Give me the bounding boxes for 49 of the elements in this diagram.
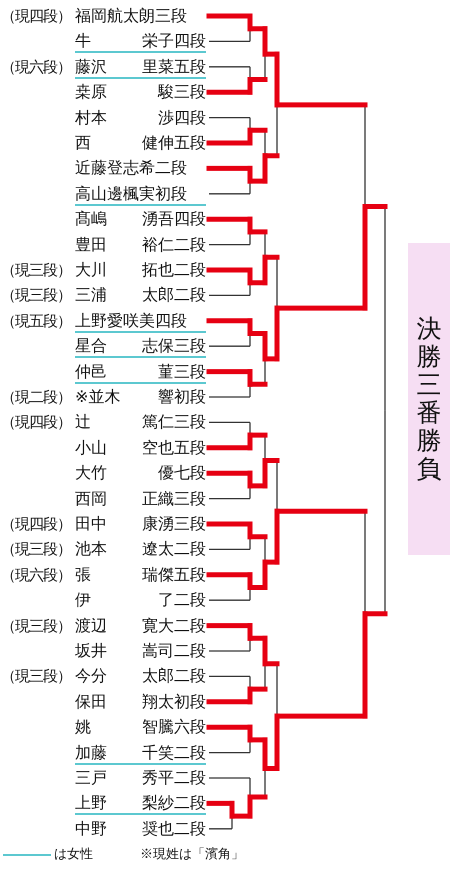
player-name: 大川 拓也二段 bbox=[75, 260, 206, 280]
player-name: 姚 智騰六段 bbox=[75, 717, 206, 738]
player-name: 加藤 千笑二段 bbox=[75, 742, 206, 765]
player-name: 田中 康湧三段 bbox=[75, 514, 206, 534]
former-rank-note: （現三段） bbox=[1, 285, 71, 306]
player-name: 保田 翔太初段 bbox=[75, 692, 206, 712]
player-name: 西 健伸五段 bbox=[75, 133, 206, 153]
player-name: 三戸 秀平二段 bbox=[75, 768, 206, 788]
player-name: 髙嶋 湧吾四段 bbox=[75, 209, 206, 230]
former-rank-note: （現三段） bbox=[1, 616, 71, 636]
footnote: ※現姓は「濱角」 bbox=[140, 846, 244, 864]
former-rank-note: （現四段） bbox=[1, 514, 71, 534]
player-name: 池本 遼太二段 bbox=[75, 539, 206, 560]
former-rank-note: （現二段） bbox=[1, 387, 71, 407]
player-name: 上野 梨紗二段 bbox=[75, 793, 206, 816]
former-rank-note: （現五段） bbox=[1, 310, 71, 331]
former-rank-note: （現四段） bbox=[1, 6, 71, 26]
player-name: 伊 了二段 bbox=[75, 590, 206, 610]
player-name: 上野愛咲美四段 bbox=[75, 310, 206, 333]
player-name: 藤沢 里菜五段 bbox=[75, 56, 206, 79]
player-name: ※並木 響初段 bbox=[75, 387, 206, 407]
former-rank-note: （現三段） bbox=[1, 539, 71, 560]
former-rank-note: （現六段） bbox=[1, 56, 71, 77]
former-rank-note: （現六段） bbox=[1, 564, 71, 585]
player-name: 近藤登志希二段 bbox=[75, 158, 188, 178]
player-name: 小山 空也五段 bbox=[75, 438, 206, 458]
player-name: 高山邊楓実初段 bbox=[75, 184, 206, 206]
player-name: 星合 志保三段 bbox=[75, 336, 206, 358]
player-name: 桒原 駿三段 bbox=[75, 82, 206, 102]
player-name: 牛 栄子四段 bbox=[75, 31, 206, 54]
player-name: 張 瑞傑五段 bbox=[75, 564, 206, 585]
former-rank-note: （現三段） bbox=[1, 666, 71, 686]
player-name: 三浦 太郎二段 bbox=[75, 285, 206, 306]
legend-text: は女性 bbox=[54, 846, 93, 864]
player-name: 大竹 優七段 bbox=[75, 463, 206, 484]
player-name: 坂井 嵩司二段 bbox=[75, 641, 206, 661]
player-name: 福岡航太朗三段 bbox=[75, 6, 188, 26]
former-rank-note: （現三段） bbox=[1, 260, 71, 280]
final-match-title: 決勝三番勝負 bbox=[416, 315, 442, 483]
player-name: 渡辺 寛大二段 bbox=[75, 616, 206, 636]
player-name: 辻 篤仁三段 bbox=[75, 412, 206, 432]
player-name: 仲邑 菫三段 bbox=[75, 362, 206, 384]
player-name: 豊田 裕仁二段 bbox=[75, 234, 206, 255]
player-name: 西岡 正織三段 bbox=[75, 488, 206, 509]
final-match-panel bbox=[408, 243, 450, 555]
player-name: 今分 太郎二段 bbox=[75, 666, 206, 686]
player-name: 村本 渉四段 bbox=[75, 108, 206, 128]
player-name: 中野 奨也二段 bbox=[75, 818, 206, 839]
former-rank-note: （現四段） bbox=[1, 412, 71, 432]
